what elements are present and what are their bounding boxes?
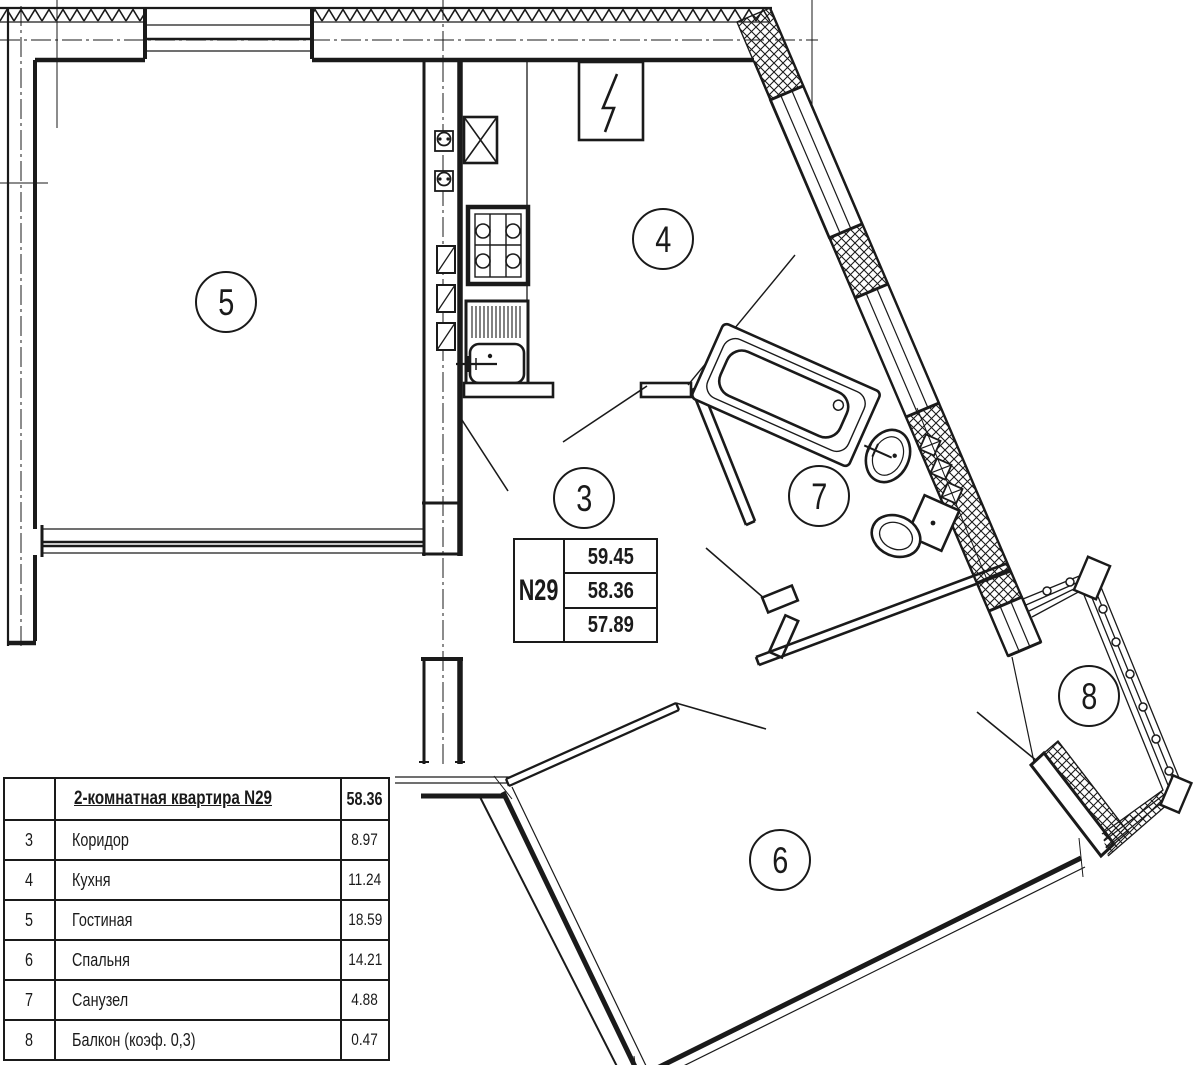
- glazing-mullion-dots: [1042, 577, 1174, 776]
- axis-line: [916, 407, 989, 583]
- table-row: 3 Коридор 8.97: [5, 819, 388, 859]
- door-leaf-room5: [459, 416, 509, 492]
- room-label-corridor: 3: [553, 467, 615, 529]
- stove-icon: [465, 204, 531, 287]
- door-leaf-bathroom: [705, 547, 766, 600]
- table-row: 6 Спальня 14.21: [5, 939, 388, 979]
- room-label-kitchen: 4: [632, 208, 694, 270]
- bathtub-icon: [691, 322, 881, 468]
- table-row: 7 Санузел 4.88: [5, 979, 388, 1019]
- bathroom: [687, 254, 1012, 667]
- door-jamb: [767, 613, 800, 660]
- stamp-total-area: 59.45: [587, 542, 634, 569]
- room-explication-table: 2-комнатная квартира N29 58.36 3 Коридор…: [3, 777, 390, 1061]
- washbasin-icon: [863, 428, 912, 484]
- table-total-area: 58.36: [346, 788, 384, 809]
- room-label-balcony: 8: [1058, 665, 1120, 727]
- door-leaf-bedroom: [675, 702, 767, 730]
- room-number: 5: [217, 281, 235, 323]
- table-row: 8 Балкон (коэф. 0,3) 0.47: [5, 1019, 388, 1059]
- vent-box-icon: [462, 115, 499, 165]
- bedroom-left-wall: [500, 790, 638, 1065]
- door-jamb: [760, 583, 800, 615]
- room-number: 6: [771, 839, 789, 881]
- diagonal-exterior-wall: [736, 7, 1043, 658]
- room-label-bedroom: 6: [749, 829, 811, 891]
- electric-panel-icon: [577, 60, 645, 142]
- room-number: 8: [1080, 675, 1098, 717]
- bedroom-partition-band: [504, 701, 681, 788]
- room-number: 7: [810, 475, 828, 517]
- kitchen-wall-stub: [639, 381, 693, 399]
- glazing-post: [1158, 773, 1194, 815]
- door-leaf-balcony: [976, 711, 1038, 762]
- window-room5-top: [143, 9, 314, 59]
- apartment-stamp: N29 59.45 58.36 57.89: [513, 538, 658, 643]
- table-header-row: 2-комнатная квартира N29 58.36: [5, 779, 388, 819]
- room-number: 3: [575, 477, 593, 519]
- door-leaf-kitchen: [562, 385, 648, 443]
- bedroom-bottom-wall: [657, 855, 1083, 1065]
- kitchen-sink-icon: [456, 299, 530, 389]
- top-exterior-wall: [0, 0, 818, 130]
- outlet-icon: [434, 170, 454, 192]
- room-label-bathroom: 7: [788, 465, 850, 527]
- kitchen-counter-end: [462, 381, 555, 399]
- left-exterior-wall: [0, 6, 48, 646]
- kitchen-fixtures: [456, 60, 693, 443]
- table-row: 4 Кухня 11.24: [5, 859, 388, 899]
- toilet-icon: [870, 493, 962, 559]
- bedroom: [395, 656, 1086, 1065]
- riser-shaft-icon: [436, 245, 456, 351]
- header-number-cell: [5, 779, 56, 819]
- apartment-number: N29: [515, 540, 565, 641]
- stamp-area: 58.36: [565, 572, 656, 606]
- room-label-living: 5: [195, 271, 257, 333]
- outlet-icon: [434, 130, 454, 152]
- stamp-living-area: 57.89: [565, 606, 656, 641]
- riser-wall: [419, 0, 509, 764]
- glazing-post: [1072, 555, 1112, 601]
- room-number: 4: [654, 218, 672, 260]
- table-row: 5 Гостиная 18.59: [5, 899, 388, 939]
- table-title: 2-комнатная квартира N29: [56, 779, 342, 819]
- window-room5-bottom: [40, 525, 423, 557]
- bath-south-wall: [754, 561, 1012, 667]
- balcony: [1022, 555, 1194, 859]
